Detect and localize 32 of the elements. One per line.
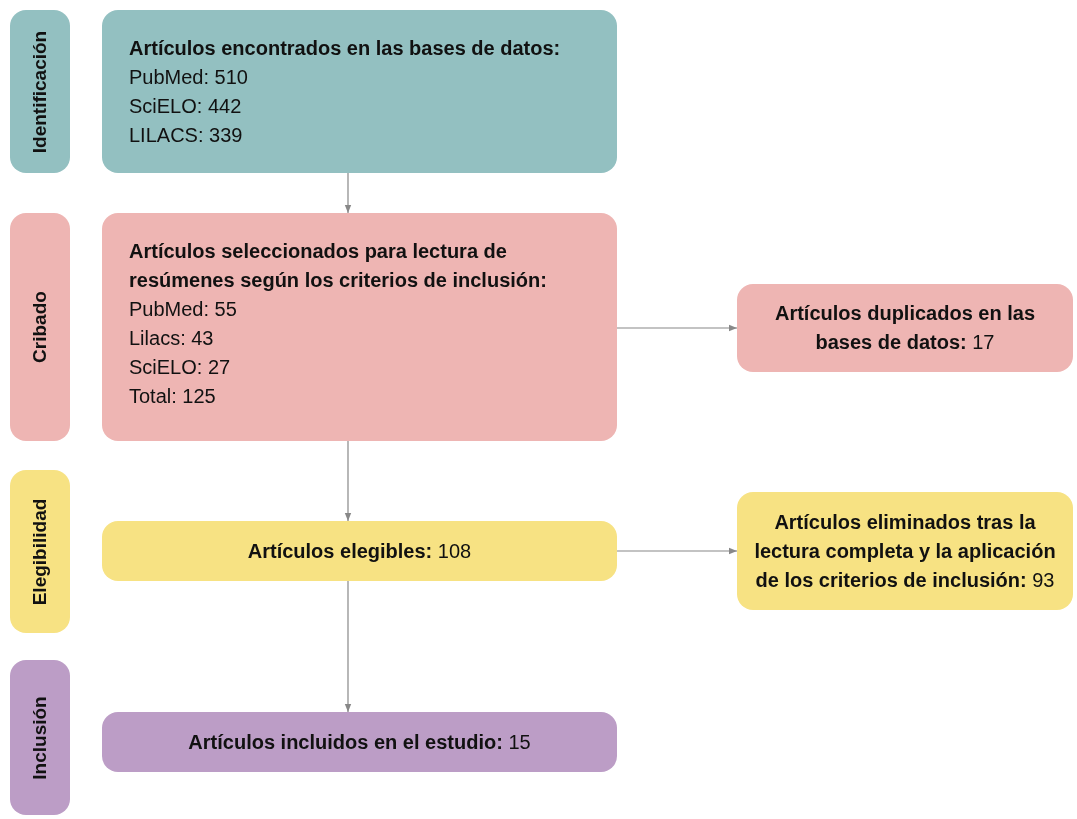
box-text: Artículos incluidos en el estudio: 15 — [188, 729, 531, 755]
count-line: PubMed: 510 — [129, 65, 249, 90]
process-box — [102, 213, 617, 441]
process-box — [737, 284, 1073, 372]
count-line: Total: 125 — [129, 384, 217, 409]
box-text: Artículos eliminados tras la lectura completa y la aplicación de los criterios de inclusión: 93 — [753, 509, 1057, 593]
process-box — [737, 492, 1073, 610]
count-line: SciELO: 27 — [129, 355, 232, 380]
box-heading: Artículos encontrados en las bases de datos: — [129, 36, 562, 61]
arrow — [344, 440, 352, 522]
box-text: Artículos duplicados en las bases de datos: 17 — [773, 301, 1037, 355]
arrow — [344, 580, 352, 713]
stage-label: Inclusión — [29, 695, 51, 780]
arrow — [616, 547, 738, 555]
process-box — [102, 712, 617, 772]
arrow — [344, 172, 352, 214]
stage-band — [10, 10, 70, 173]
stage-label: Identificación — [29, 30, 51, 153]
count-line: LILACS: 339 — [129, 123, 244, 148]
arrow — [616, 324, 738, 332]
stage-label: Cribado — [29, 291, 51, 363]
count-line: SciELO: 442 — [129, 94, 243, 119]
process-box — [102, 521, 617, 581]
stage-band — [10, 660, 70, 815]
box-text: Artículos elegibles: 108 — [247, 538, 472, 564]
stage-band — [10, 213, 70, 441]
stage-label: Elegibilidad — [29, 498, 51, 605]
count-line: Lilacs: 43 — [129, 326, 215, 351]
box-heading: Artículos seleccionados para lectura de resúmenes según los criterios de inclusión: — [129, 239, 548, 293]
stage-band — [10, 470, 70, 633]
process-box — [102, 10, 617, 173]
count-line: PubMed: 55 — [129, 297, 238, 322]
